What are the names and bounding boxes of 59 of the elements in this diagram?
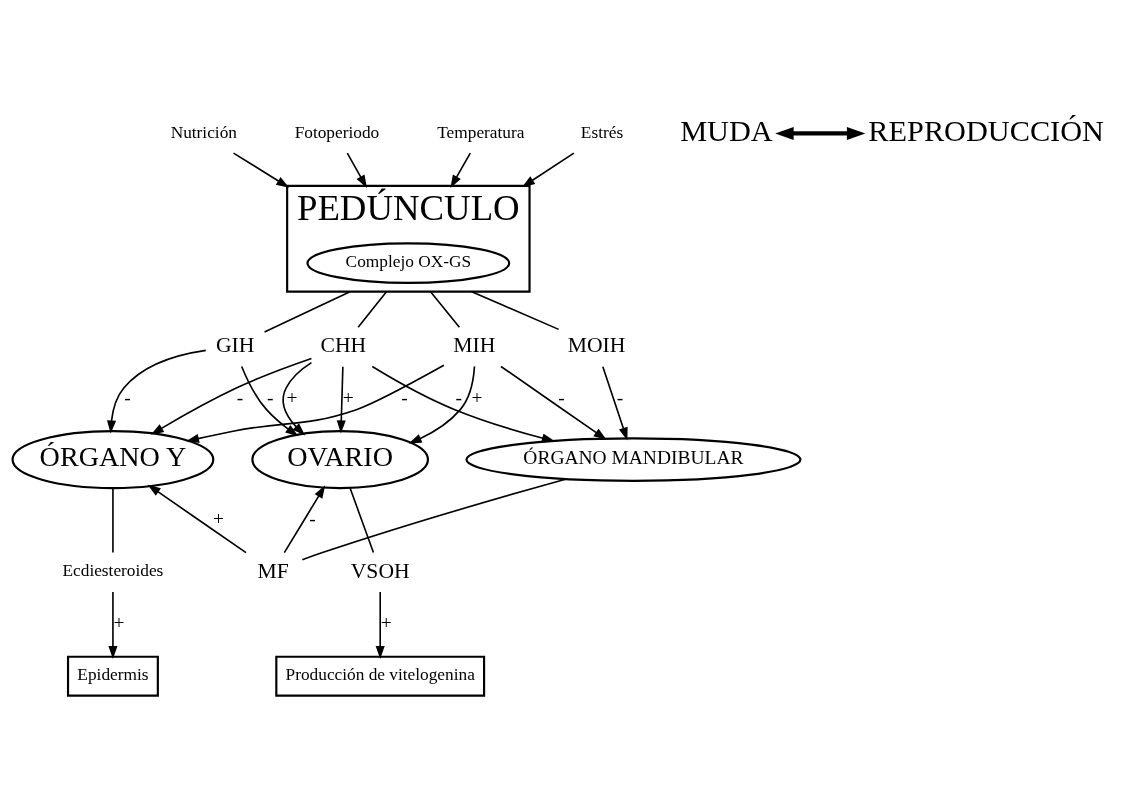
edge-label: + <box>380 611 392 633</box>
node-ellipse: Complejo OX-GS <box>306 241 511 284</box>
connector <box>470 290 560 330</box>
node-text: GIH <box>215 332 255 357</box>
arrow <box>283 484 326 553</box>
arrow <box>408 365 476 443</box>
node-ellipse: OVARIO <box>251 429 430 489</box>
arrow <box>240 365 299 436</box>
node-text: REPRODUCCIÓN <box>868 113 1104 148</box>
edge-label: - <box>236 386 244 408</box>
arrow <box>602 365 628 440</box>
arrow <box>150 357 313 435</box>
node-text: VSOH <box>350 558 410 583</box>
arrow <box>450 151 472 188</box>
node-text: MIH <box>453 332 496 357</box>
arrow <box>346 151 367 188</box>
arrow <box>521 151 575 187</box>
connector <box>263 290 351 333</box>
edge-label: + <box>286 386 298 408</box>
arrow <box>147 484 247 553</box>
arrow <box>108 590 118 659</box>
arrow <box>232 151 290 188</box>
node-box: Producción de vitelogenina <box>275 655 486 697</box>
arrow <box>186 363 445 443</box>
edge-label: - <box>558 386 565 408</box>
arrow <box>371 365 555 442</box>
node-text: Temperatura <box>437 122 525 142</box>
node-text: Ecdiesteroides <box>62 560 164 580</box>
arrow <box>336 365 346 433</box>
node-text: CHH <box>320 332 367 357</box>
node-text: MUDA <box>680 113 773 148</box>
connector <box>301 477 567 561</box>
arrow <box>106 349 207 433</box>
arrow <box>500 365 607 440</box>
node-box: Epidermis <box>66 655 159 697</box>
edge-label: + <box>212 507 224 529</box>
edge-label: - <box>455 386 462 408</box>
arrow <box>375 590 385 659</box>
arrow <box>282 361 313 436</box>
node-text: MF <box>257 558 289 583</box>
edge-label: - <box>267 386 274 408</box>
node-text: Estrés <box>580 122 624 142</box>
node-text: Nutrición <box>170 122 237 142</box>
edge-label: - <box>616 386 624 408</box>
connector <box>349 486 375 553</box>
arrow <box>775 126 866 140</box>
node-ellipse: ÓRGANO MANDIBULAR <box>465 436 802 482</box>
node-text: MOIH <box>567 332 626 357</box>
edge-label: + <box>342 386 354 408</box>
node-text: Fotoperiodo <box>294 122 380 142</box>
edge-label: + <box>471 386 483 408</box>
edge-label: - <box>124 386 131 408</box>
connector <box>357 290 388 328</box>
edge-label: + <box>113 611 125 633</box>
edge-label: - <box>401 386 408 408</box>
node-ellipse: ÓRGANO Y <box>11 429 215 489</box>
connector <box>112 486 114 553</box>
connector <box>429 290 461 328</box>
edge-label: - <box>309 507 316 529</box>
